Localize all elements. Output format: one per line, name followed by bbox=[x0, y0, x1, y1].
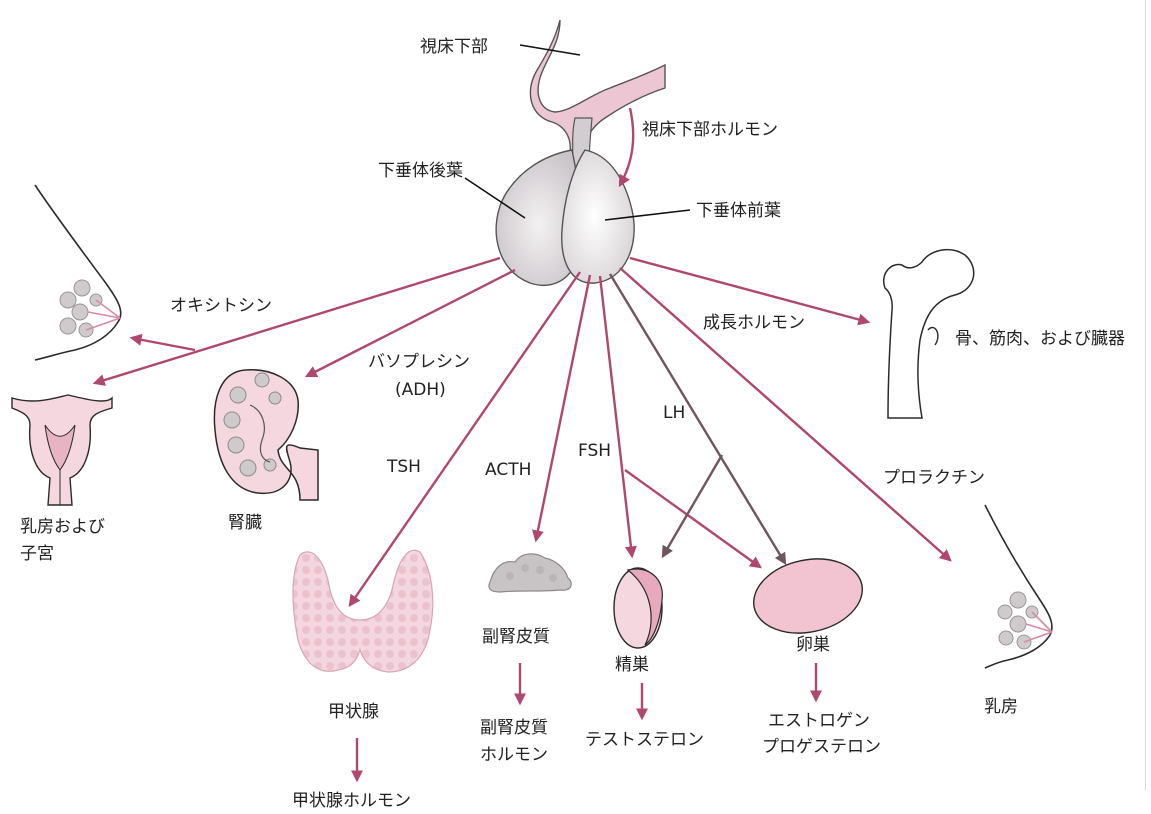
tsh-label: TSH bbox=[386, 457, 421, 477]
ovary-icon bbox=[747, 549, 870, 642]
adrenal-gland-icon bbox=[489, 554, 571, 592]
fsh-testis-arrow bbox=[600, 276, 632, 556]
thyroid-icon bbox=[293, 550, 433, 672]
ovary-label: 卵巣 bbox=[796, 635, 830, 655]
fsh-label: FSH bbox=[578, 441, 611, 461]
ovary-hormone-label-line2: プロゲステロン bbox=[762, 737, 881, 757]
acth-label: ACTH bbox=[485, 460, 531, 480]
uterus-icon bbox=[12, 395, 112, 505]
breast-uterus-label-line1: 乳房および bbox=[20, 517, 105, 537]
testis-icon bbox=[614, 568, 662, 648]
lh-label: LH bbox=[663, 403, 685, 423]
ovary-hormone-label-line1: エストロゲン bbox=[768, 711, 870, 731]
hypothalamic-hormone-label: 視床下部ホルモン bbox=[642, 120, 778, 140]
breast-uterus-label-line2: 子宮 bbox=[20, 544, 54, 564]
adrenal-hormone-label-line1: 副腎皮質 bbox=[480, 718, 548, 738]
fsh-ovary-arrow bbox=[625, 470, 760, 567]
thyroid-label: 甲状腺 bbox=[328, 702, 379, 722]
adrenal-hormone-label-line2: ホルモン bbox=[480, 745, 548, 765]
kidney-label: 腎臓 bbox=[228, 513, 262, 533]
prolactin-label: プロラクチン bbox=[883, 468, 985, 488]
adrenal-cortex-label: 副腎皮質 bbox=[482, 627, 550, 647]
tsh-arrow bbox=[350, 272, 580, 605]
vasopressin-label-line1: バソプレシン bbox=[368, 352, 470, 372]
bone-muscle-organs-label: 骨、筋肉、および臓器 bbox=[955, 329, 1125, 349]
vasopressin-label-line2: (ADH) bbox=[395, 380, 446, 400]
testosterone-label: テストステロン bbox=[585, 730, 704, 750]
oxytocin-label: オキシトシン bbox=[170, 296, 272, 316]
growth-hormone-label: 成長ホルモン bbox=[703, 313, 805, 333]
thyroid-hormone-label: 甲状腺ホルモン bbox=[292, 791, 411, 811]
acth-arrow bbox=[536, 275, 590, 540]
pituitary-gland-icon bbox=[496, 20, 665, 285]
kidney-icon bbox=[214, 370, 318, 500]
breast-label: 乳房 bbox=[984, 697, 1018, 717]
lh-testis-arrow bbox=[663, 455, 722, 556]
breast-icon bbox=[35, 185, 121, 360]
breast-icon bbox=[985, 505, 1052, 668]
anterior-lobe-label: 下垂体前葉 bbox=[696, 201, 781, 221]
posterior-lobe-label: 下垂体後葉 bbox=[378, 161, 463, 181]
oxytocin-breast-arrow bbox=[132, 338, 195, 350]
hypothalamic-hormone-arrow bbox=[620, 108, 633, 185]
hypothalamus-label: 視床下部 bbox=[420, 37, 488, 57]
testis-label: 精巣 bbox=[615, 655, 649, 675]
